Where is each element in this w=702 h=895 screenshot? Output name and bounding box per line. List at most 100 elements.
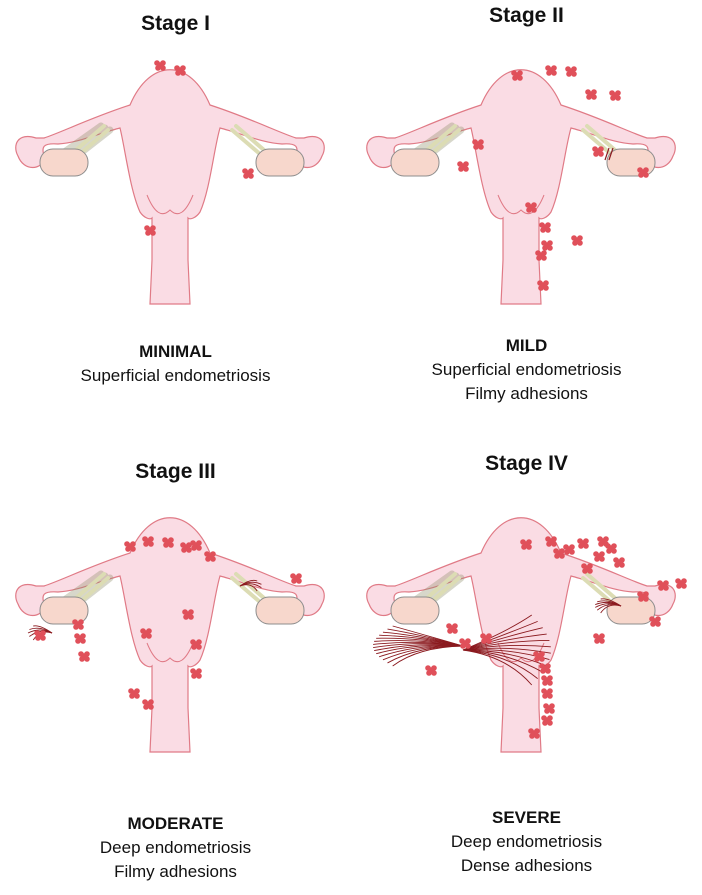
lesion-blob <box>73 624 79 630</box>
endometriosis-lesion <box>571 235 583 246</box>
lesion-blob <box>593 551 599 557</box>
lesion-blob <box>675 578 681 584</box>
lesion-blob <box>190 639 196 645</box>
lesion-blob <box>609 90 615 96</box>
lesion-blob <box>591 89 597 95</box>
stage-caption: MINIMAL Superficial endometriosis <box>0 340 351 388</box>
lesion-blob <box>598 541 604 547</box>
endometriosis-lesion <box>541 688 553 699</box>
lesion-blob <box>431 665 437 671</box>
lesion-blob <box>196 668 202 674</box>
lesion-blob <box>539 222 545 228</box>
lesion-blob <box>146 633 152 639</box>
lesion-blob <box>571 66 577 72</box>
lesion-blob <box>578 543 584 549</box>
lesion-blob <box>539 651 545 657</box>
lesion-blob <box>541 675 547 681</box>
lesion-blob <box>205 556 211 562</box>
stage-3-panel: Stage III MODERATE Deep endometriosis Fi… <box>0 448 351 895</box>
lesion-blob <box>619 557 625 563</box>
lesion-blob <box>457 161 463 167</box>
endometriosis-lesion <box>609 90 621 101</box>
lesion-blob <box>585 89 591 95</box>
lesion-blob <box>551 536 557 542</box>
lesion-blob <box>676 583 682 589</box>
lesion-blob <box>155 65 161 71</box>
lesion-blob <box>542 720 548 726</box>
endometriosis-lesion <box>541 240 553 251</box>
lesion-blob <box>655 621 661 627</box>
lesion-blob <box>143 541 149 547</box>
lesion-blob <box>586 94 592 100</box>
stage-4-panel: Stage IV SEVERE Deep endometriosis Dense… <box>351 448 702 895</box>
lesion-blob <box>559 553 565 559</box>
lesion-blob <box>655 616 661 622</box>
lesion-blob <box>144 225 150 231</box>
lesion-blob <box>543 285 549 291</box>
lesion-blob <box>529 733 535 739</box>
lesion-blob <box>599 551 605 557</box>
lesion-blob <box>175 70 181 76</box>
severity-label: MINIMAL <box>0 340 351 364</box>
lesion-blob <box>599 638 605 644</box>
lesion-blob <box>539 663 545 669</box>
lesion-blob <box>84 651 90 657</box>
uterus-diagram <box>0 488 351 763</box>
lesion-blob <box>541 240 547 246</box>
lesion-blob <box>517 75 523 81</box>
lesion-blob <box>536 255 542 261</box>
lesion-blob <box>75 638 81 644</box>
caption-line-2: Filmy adhesions <box>351 382 702 406</box>
lesion-blob <box>459 638 465 644</box>
lesion-blob <box>638 172 644 178</box>
lesion-blob <box>657 580 663 586</box>
lesion-blob <box>569 549 575 555</box>
lesion-blob <box>611 548 617 554</box>
lesion-blob <box>296 573 302 579</box>
endometriosis-lesion <box>537 280 549 291</box>
lesion-blob <box>549 708 555 714</box>
lesion-blob <box>559 548 565 554</box>
lesion-blob <box>613 557 619 563</box>
lesion-blob <box>446 623 452 629</box>
endometriosis-lesion <box>613 557 625 568</box>
adhesion-strand <box>383 646 463 660</box>
lesion-blob <box>191 545 197 551</box>
lesion-blob <box>564 549 570 555</box>
ovary-right <box>256 597 304 624</box>
caption-line-2: Dense adhesions <box>351 854 702 878</box>
lesion-blob <box>547 720 553 726</box>
lesion-blob <box>593 633 599 639</box>
lesion-blob <box>463 166 469 172</box>
lesion-blob <box>614 562 620 568</box>
lesion-blob <box>188 614 194 620</box>
lesion-blob <box>168 537 174 543</box>
lesion-blob <box>650 621 656 627</box>
lesion-blob <box>531 207 537 213</box>
endometriosis-lesion <box>593 633 605 644</box>
lesion-blob <box>571 71 577 77</box>
lesion-blob <box>593 151 599 157</box>
lesion-blob <box>154 60 160 66</box>
stage-title: Stage II <box>351 4 702 28</box>
lesion-blob <box>551 65 557 71</box>
lesion-blob <box>611 543 617 549</box>
lesion-blob <box>481 638 487 644</box>
lesion-blob <box>553 548 559 554</box>
lesion-blob <box>583 538 589 544</box>
lesion-blob <box>181 547 187 553</box>
lesion-blob <box>472 139 478 145</box>
lesion-blob <box>526 207 532 213</box>
lesion-blob <box>547 688 553 694</box>
endometriosis-lesion <box>459 638 471 649</box>
lesion-blob <box>486 633 492 639</box>
endometriosis-lesion <box>446 623 458 634</box>
lesion-blob <box>146 628 152 634</box>
lesion-blob <box>174 65 180 71</box>
endometriosis-lesion <box>541 675 553 686</box>
lesion-blob <box>80 638 86 644</box>
lesion-blob <box>465 643 471 649</box>
endometriosis-lesion <box>565 66 577 77</box>
lesion-blob <box>546 541 552 547</box>
endometriosis-lesion <box>242 168 254 179</box>
